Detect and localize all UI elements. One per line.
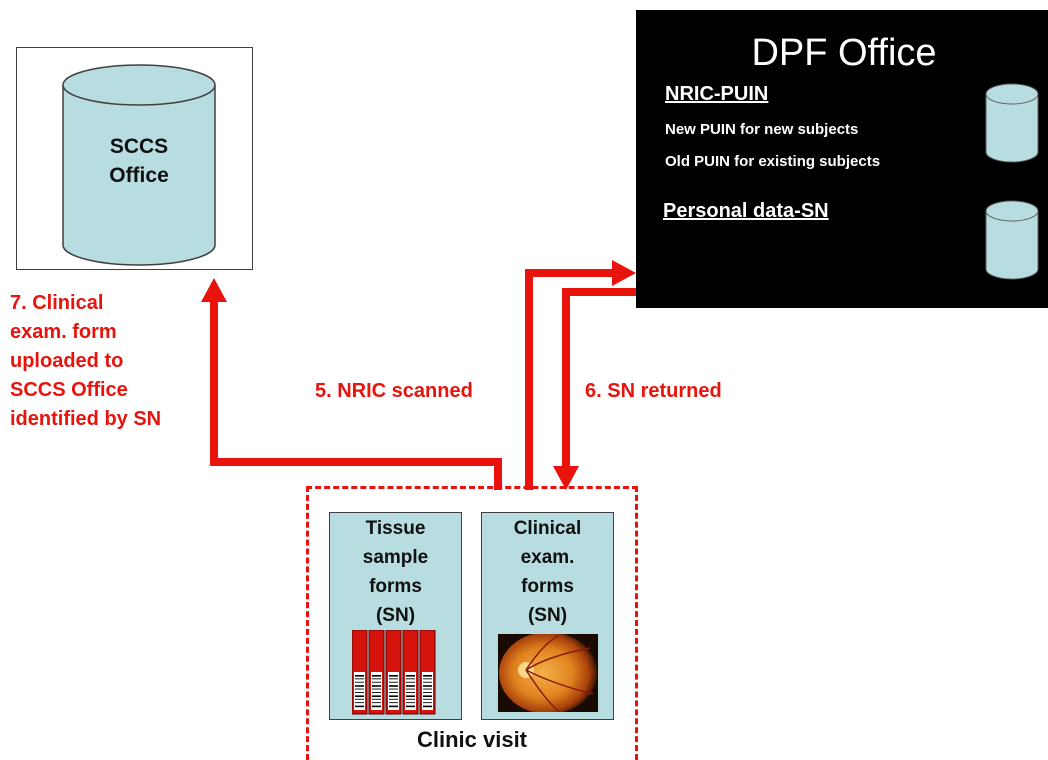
nric-database-icon [985,83,1039,163]
arrow-step6-head [553,466,579,490]
barcode-bar [372,705,381,708]
barcode-bar [423,681,432,683]
tissue-form-title: Tissue sample forms (SN) [330,514,461,630]
barcode-bar [389,695,398,697]
barcode-bar [372,678,381,680]
barcode-bar [406,675,415,677]
barcode-bar [389,692,398,693]
clinical-form-line2: exam. [520,547,575,568]
retina-photo-icon [498,634,598,712]
barcode-bar [372,681,381,683]
sccs-office-box: SCCS Office [16,47,253,270]
arrow-step6 [562,288,636,470]
barcode-bar [372,695,381,697]
barcode-bar [423,702,432,704]
barcode-bar [355,688,364,690]
barcode-bar [372,675,381,677]
tissue-form-line4: (SN) [375,605,416,626]
barcode-label [422,672,433,710]
barcode-bar [389,685,398,687]
sccs-label-line1: SCCS [109,135,169,158]
arrow-step7-head [201,278,227,302]
barcode-bar [389,675,398,677]
dpf-office-title: DPF Office [751,32,937,74]
barcode-bar [389,698,398,700]
barcode-bar [406,698,415,700]
nric-line-old: Old PUIN for existing subjects [665,153,881,170]
step7-line5: identified by SN [10,408,162,430]
step7-line4: SCCS Office [10,379,128,401]
arrow-step7 [210,300,502,490]
tissue-form-line2: sample [362,547,429,568]
dpf-office-box: DPF Office NRIC-PUIN New PUIN for new su… [636,10,1048,308]
barcode-bar [372,702,381,704]
barcode-bar [389,705,398,708]
clinic-visit-boundary [306,486,638,760]
barcode-bar [423,688,432,690]
barcode-bar [406,688,415,690]
barcode-bar [423,678,432,680]
sample-tubes-icon [352,630,436,715]
personal-data-heading: Personal data-SN [663,200,829,222]
barcode-bar [355,705,364,708]
barcode-bar [389,681,398,683]
tissue-form-line1: Tissue [365,518,426,539]
barcode-bar [355,678,364,680]
barcode-bar [406,705,415,708]
barcode-bar [389,688,398,690]
barcode-bar [355,692,364,693]
barcode-bar [406,681,415,683]
barcode-bar [389,678,398,680]
barcode-bar [372,685,381,687]
clinical-form-line4: (SN) [527,605,568,626]
barcode-bar [355,695,364,697]
barcode-bar [423,675,432,677]
barcode-bar [423,698,432,700]
barcode-bar [372,698,381,700]
sccs-label-line2: Office [109,164,169,187]
barcode-bar [406,692,415,693]
tissue-form-line3: forms [369,576,422,597]
barcode-bar [355,675,364,677]
clinical-exam-form-card: Clinical exam. forms (SN) [481,512,614,720]
clinical-form-line1: Clinical [513,518,582,539]
clinical-form-line3: forms [521,576,574,597]
clinical-form-title: Clinical exam. forms (SN) [482,514,613,630]
step6-label: 6. SN returned [585,380,722,402]
barcode-bar [355,681,364,683]
nric-puin-heading: NRIC-PUIN [665,83,769,105]
tissue-sample-form-card: Tissue sample forms (SN) [329,512,462,720]
barcode-label [405,672,416,710]
barcode-label [388,672,399,710]
barcode-bar [355,698,364,700]
barcode-bar [406,695,415,697]
nric-line-new: New PUIN for new subjects [665,121,859,138]
barcode-bar [423,695,432,697]
barcode-bar [406,685,415,687]
barcode-bar [423,705,432,708]
arrow-step5-head [612,260,636,286]
barcode-bar [372,692,381,693]
step7-label: 7. Clinical exam. form uploaded to SCCS … [10,289,161,434]
barcode-bar [355,685,364,687]
sccs-database-icon [62,64,216,266]
barcode-label [354,672,365,710]
clinic-visit-label: Clinic visit [416,727,528,752]
barcode-bar [423,692,432,693]
step7-line3: uploaded to [10,350,124,372]
step7-line1: 7. Clinical [10,292,104,314]
step5-label: 5. NRIC scanned [315,380,473,402]
barcode-bar [406,702,415,704]
step7-line2: exam. form [10,321,117,343]
personal-data-database-icon [985,200,1039,280]
barcode-bar [423,685,432,687]
arrow-step5 [525,269,616,490]
barcode-bar [406,678,415,680]
sccs-office-label: SCCS Office [63,132,215,190]
barcode-bar [389,702,398,704]
barcode-label [371,672,382,710]
barcode-bar [355,702,364,704]
barcode-bar [372,688,381,690]
